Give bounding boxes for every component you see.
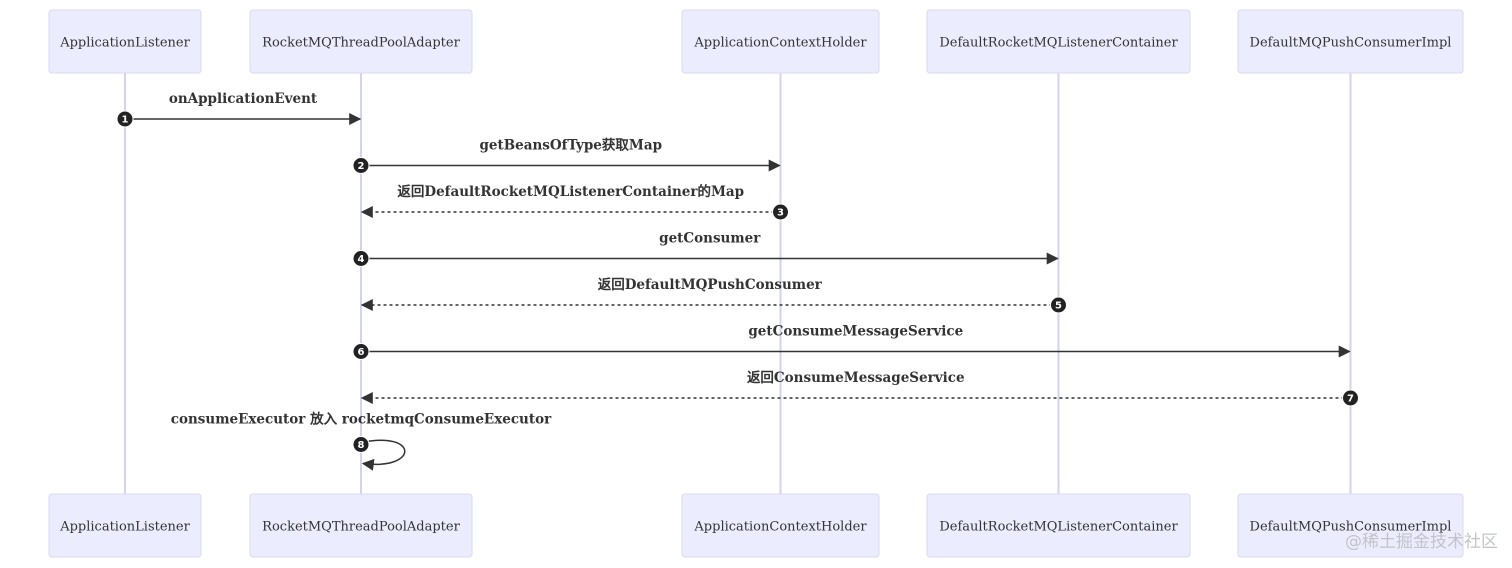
message-label: consumeExecutor 放入 rocketmqConsumeExecut… [171,411,552,428]
message-arrow [360,439,406,471]
message-label: 返回DefaultRocketMQListenerContainer的Map [397,183,744,200]
actor-box [48,9,202,74]
actor-label: ApplicationListener [59,36,190,51]
message-3: 返回DefaultRocketMQListenerContainer的Map 3 [360,183,789,221]
actor-box [681,493,880,558]
sequence-number: 1 [122,115,129,126]
message-label: 返回ConsumeMessageService [747,370,965,386]
actor-ach-bottom: ApplicationContextHolder [681,493,880,558]
sequence-number: 2 [358,161,365,172]
message-label: getConsumer [659,231,761,247]
actor-box [926,9,1191,74]
actor-ach-top: ApplicationContextHolder [681,9,880,74]
message-2: getBeansOfType获取Map 2 [352,137,781,174]
message-4: getConsumer 4 [352,231,1059,267]
actor-label: ApplicationContextHolder [693,520,867,535]
actor-box [249,493,473,558]
actor-label: ApplicationContextHolder [693,36,867,51]
sequence-number-badge: 1 [116,110,134,128]
message-7: 返回ConsumeMessageService 7 [360,370,1359,407]
actor-label: DefaultMQPushConsumerImpl [1250,520,1452,535]
actor-al-top: ApplicationListener [48,9,202,74]
actor-label: RocketMQThreadPoolAdapter [262,520,460,535]
actor-drlc-bottom: DefaultRocketMQListenerContainer [926,493,1191,558]
sequence-number-badge: 4 [352,250,370,267]
actor-label: DefaultRocketMQListenerContainer [939,520,1178,535]
message-label: getConsumeMessageService [748,324,963,340]
actor-drlc-top: DefaultRocketMQListenerContainer [926,9,1191,74]
sequence-number-badge: 5 [1050,296,1067,314]
watermark: @稀土掘金技术社区 [1345,532,1498,552]
actor-rtpa-top: RocketMQThreadPoolAdapter [249,9,473,74]
actor-box [681,9,880,74]
message-8: consumeExecutor 放入 rocketmqConsumeExecut… [171,411,552,471]
actor-rtpa-bottom: RocketMQThreadPoolAdapter [249,493,473,558]
message-6: getConsumeMessageService 6 [352,324,1351,360]
message-label: getBeansOfType获取Map [479,137,662,154]
actor-box [249,9,473,74]
actor-box [1237,9,1464,74]
sequence-number: 3 [777,208,784,219]
sequence-number-badge: 6 [352,343,370,360]
message-label: onApplicationEvent [169,91,318,107]
message-label: 返回DefaultMQPushConsumer [598,277,823,293]
actor-label: ApplicationListener [59,520,190,535]
actor-box [926,493,1191,558]
sequence-number-badge: 8 [352,436,370,453]
sequence-number: 4 [358,254,365,265]
actor-label: DefaultRocketMQListenerContainer [939,36,1178,51]
sequence-number: 7 [1347,394,1354,405]
sequence-number-badge: 2 [352,157,370,174]
message-5: 返回DefaultMQPushConsumer 5 [360,277,1067,314]
actor-dmpci-bottom: DefaultMQPushConsumerImpl [1237,493,1464,558]
actor-box [1237,493,1464,558]
actor-label: RocketMQThreadPoolAdapter [262,36,460,51]
actor-al-bottom: ApplicationListener [48,493,202,558]
sequence-number-badge: 3 [772,203,789,221]
actor-label: DefaultMQPushConsumerImpl [1250,36,1452,51]
sequence-number: 5 [1055,301,1062,312]
sequence-number-badge: 7 [1342,389,1359,407]
sequence-number: 6 [358,347,365,358]
actor-box [48,493,202,558]
sequence-number: 8 [358,440,365,451]
actor-dmpci-top: DefaultMQPushConsumerImpl [1237,9,1464,74]
message-1: onApplicationEvent 1 [116,91,362,128]
